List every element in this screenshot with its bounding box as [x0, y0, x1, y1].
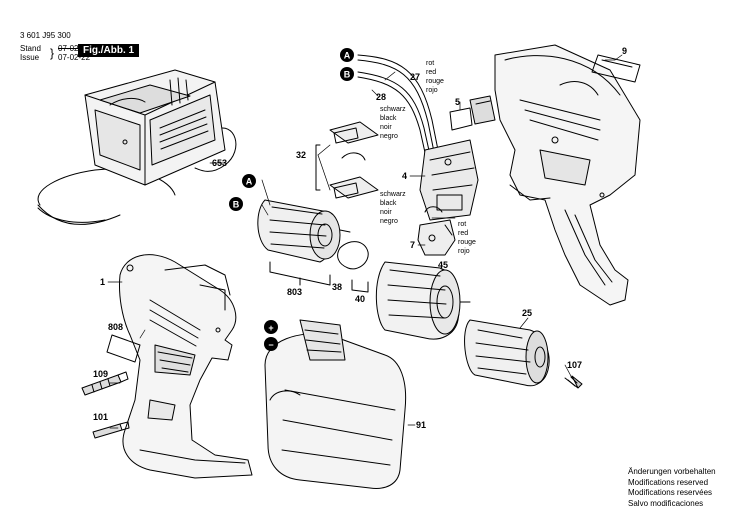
part-4: 4: [402, 171, 407, 181]
mod-line: Modifications reserved: [628, 477, 709, 487]
part-808: 808: [108, 322, 123, 332]
part-101: 101: [93, 412, 108, 422]
figure-label: Fig./Abb. 1: [78, 44, 140, 57]
connector-a-motor: A: [242, 174, 256, 188]
svg-text:negro: negro: [380, 133, 398, 140]
part-107: 107: [567, 360, 582, 370]
part-91: 91: [416, 420, 426, 430]
battery-91: [264, 319, 407, 489]
part-803: 803: [287, 287, 302, 297]
part-28: 28: [376, 92, 386, 102]
issue-date: 07-02-22: [58, 53, 91, 62]
part-7: 7: [410, 240, 415, 250]
svg-text:A: A: [246, 177, 253, 187]
leader-lines: [107, 54, 623, 429]
wire-label-red-top: rot red rouge rojo: [426, 60, 444, 94]
part-32: 32: [296, 150, 306, 160]
switch-4: [419, 139, 479, 221]
part-1: 1: [100, 277, 105, 287]
screw-109: [81, 371, 129, 396]
motor-bracket: [269, 261, 369, 293]
part-653: 653: [212, 158, 227, 168]
stand-label: Stand: [20, 44, 41, 53]
mod-line: Modifications reservées: [628, 488, 713, 497]
connector-minus: −: [264, 337, 278, 351]
wire-harness: [357, 54, 439, 158]
housing-right: [494, 44, 641, 306]
svg-text:rouge: rouge: [426, 78, 444, 85]
stand-date: 07-02-21: [58, 44, 91, 53]
wire-label-black-top: schwarz black noir negro: [380, 106, 406, 140]
label-808: [106, 334, 141, 363]
svg-text:rouge: rouge: [458, 239, 476, 246]
part-9: 9: [622, 46, 627, 56]
part-numbers: 653 1 9 27 28 5 4 7 32 45 25 107 91 803 …: [93, 46, 627, 430]
svg-text:B: B: [344, 70, 351, 80]
svg-text:A: A: [344, 51, 351, 61]
svg-text:red: red: [426, 69, 436, 76]
connector-a-top: A: [340, 48, 354, 62]
svg-text:black: black: [380, 115, 397, 122]
svg-text:rojo: rojo: [458, 248, 470, 255]
svg-text:+: +: [268, 323, 273, 333]
part-7: [417, 206, 456, 256]
svg-text:B: B: [233, 200, 240, 210]
chuck-25: [464, 319, 550, 387]
modifications-notice: Änderungen vorbehalten Modifications res…: [628, 467, 716, 509]
part-9-strip: [591, 54, 641, 83]
mod-line: Salvo modificaciones: [628, 498, 704, 508]
svg-text:black: black: [380, 200, 397, 207]
svg-text:rot: rot: [458, 221, 466, 228]
part-25: 25: [522, 308, 532, 318]
screw-107: [564, 375, 583, 389]
motor-803: [257, 199, 369, 270]
mod-line: Änderungen vorbehalten: [628, 467, 716, 476]
connector-b-top: B: [340, 67, 354, 81]
gearbox-45: [375, 261, 471, 340]
part-32-brushes: [315, 121, 379, 199]
part-45: 45: [438, 260, 448, 270]
part-40: 40: [355, 294, 365, 304]
slider-5: [449, 95, 496, 131]
connector-plus: +: [264, 320, 278, 334]
issue-label: Issue: [20, 53, 40, 62]
charger: [37, 69, 237, 225]
part-27: 27: [410, 72, 420, 82]
svg-text:rojo: rojo: [426, 87, 438, 94]
part-number: 3 601 J95 300: [20, 31, 71, 40]
wire-label-red-switch: rot red rouge rojo: [458, 221, 476, 255]
wire-label-black-switch: schwarz black noir negro: [380, 191, 406, 225]
part-109: 109: [93, 369, 108, 379]
part-5: 5: [455, 97, 460, 107]
date-brace: }: [50, 46, 55, 60]
svg-text:negro: negro: [380, 218, 398, 225]
svg-text:rot: rot: [426, 60, 434, 67]
svg-text:noir: noir: [380, 124, 392, 131]
connector-b-motor: B: [229, 197, 243, 211]
connector-callouts: A B A B + −: [229, 48, 354, 351]
part-38: 38: [332, 282, 342, 292]
svg-text:−: −: [268, 340, 273, 350]
svg-text:schwarz: schwarz: [380, 106, 406, 113]
svg-text:noir: noir: [380, 209, 392, 216]
svg-text:red: red: [458, 230, 468, 237]
svg-text:schwarz: schwarz: [380, 191, 406, 198]
screw-101: [92, 421, 130, 439]
housing-left: [119, 254, 253, 479]
